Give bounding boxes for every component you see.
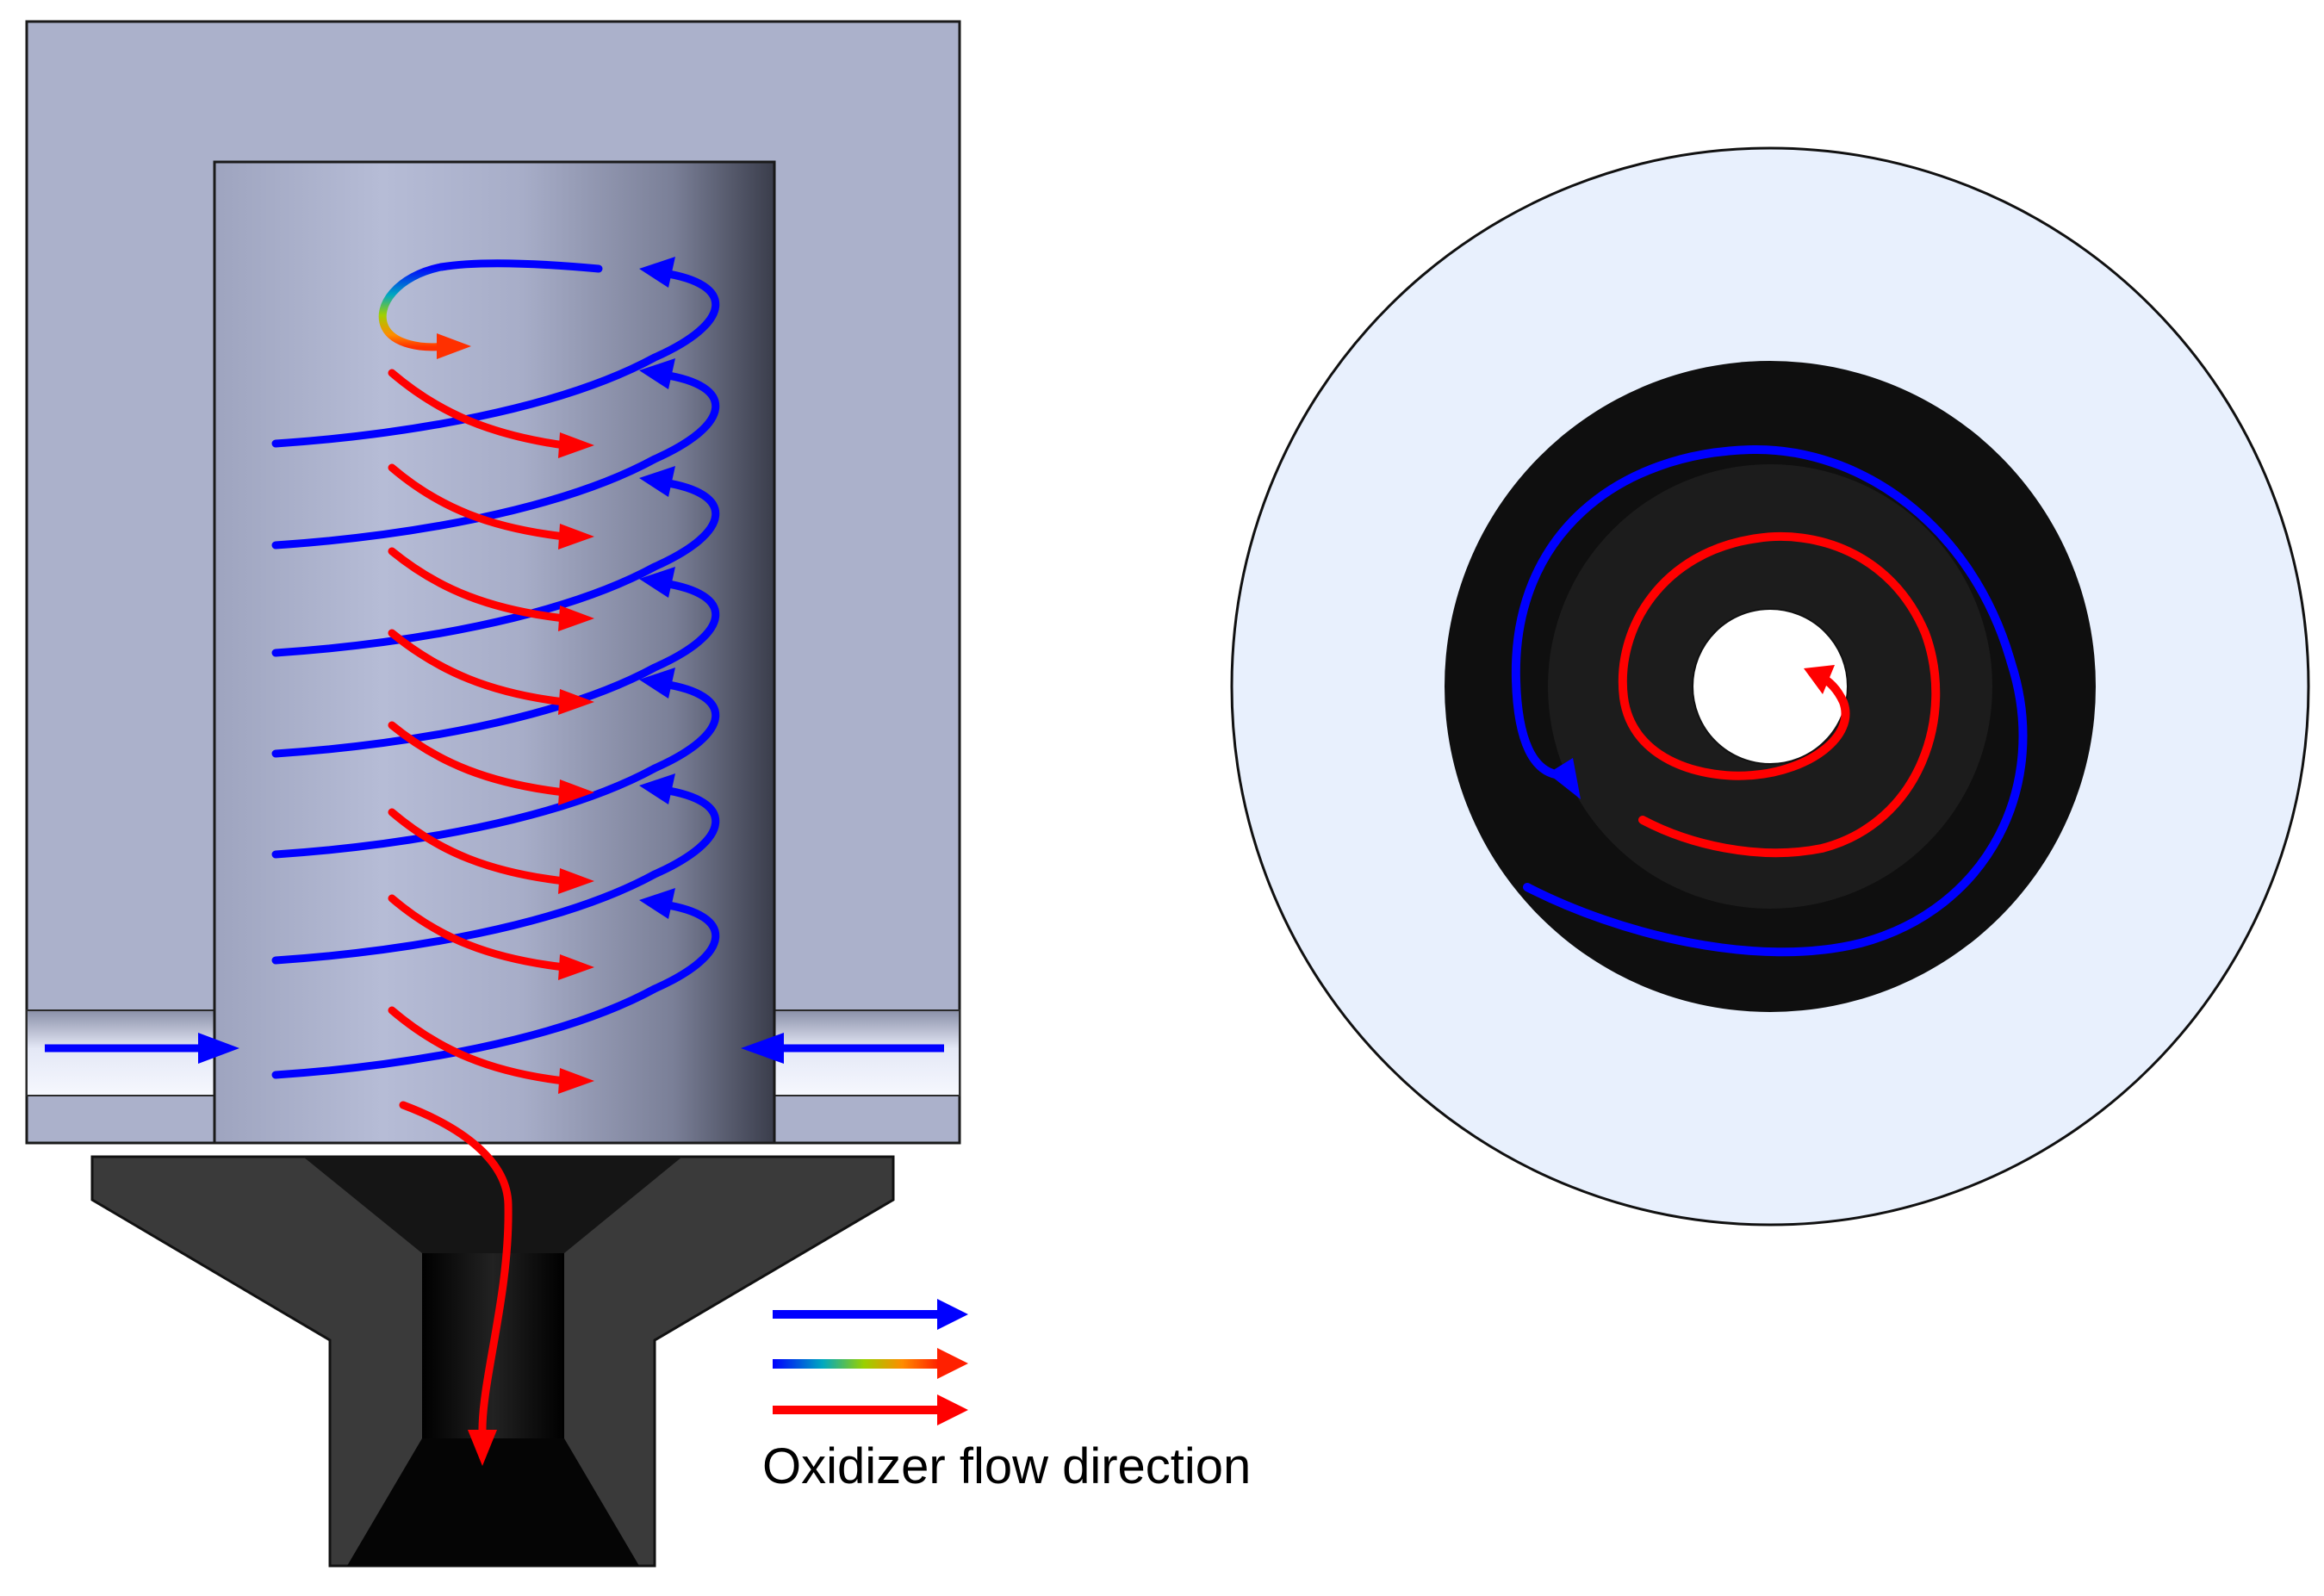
red-spiral-flow — [1618, 531, 1941, 858]
legend-arrow-gradient-head — [937, 1348, 968, 1379]
nozzle-exit-cone — [347, 1438, 639, 1566]
inlet-flow-right-arrowhead — [741, 1033, 784, 1064]
blue-spiral-arrowhead — [1548, 758, 1581, 799]
side-view — [25, 20, 961, 1568]
legend: Oxidizer flow direction — [762, 1299, 1251, 1494]
inlet-port-right — [773, 1009, 960, 1096]
end-view — [1230, 146, 2310, 1226]
red-nozzle-flow-arrowhead — [468, 1430, 497, 1466]
blue-helical-flow — [271, 269, 720, 1079]
legend-arrow-red-head — [937, 1394, 968, 1425]
red-spiral-arrowhead — [1804, 665, 1835, 694]
legend-caption: Oxidizer flow direction — [762, 1438, 1251, 1494]
blue-spiral-flow — [1511, 444, 2028, 957]
red-flow-arrowheads — [558, 432, 594, 1094]
red-nozzle-flow — [399, 1101, 513, 1434]
swirl-transition-flow — [378, 259, 603, 351]
blue-flow-arrowheads — [639, 257, 675, 919]
legend-arrow-gradient — [773, 1359, 939, 1369]
central-bore — [1692, 608, 1849, 765]
inlet-flow-left-arrowhead — [198, 1033, 239, 1064]
inlet-port-left — [26, 1009, 217, 1096]
red-inner-flow — [388, 369, 569, 1085]
swirl-transition-arrowhead — [437, 333, 471, 359]
nozzle-converging-section — [303, 1157, 682, 1253]
legend-arrow-blue-head — [937, 1299, 968, 1330]
